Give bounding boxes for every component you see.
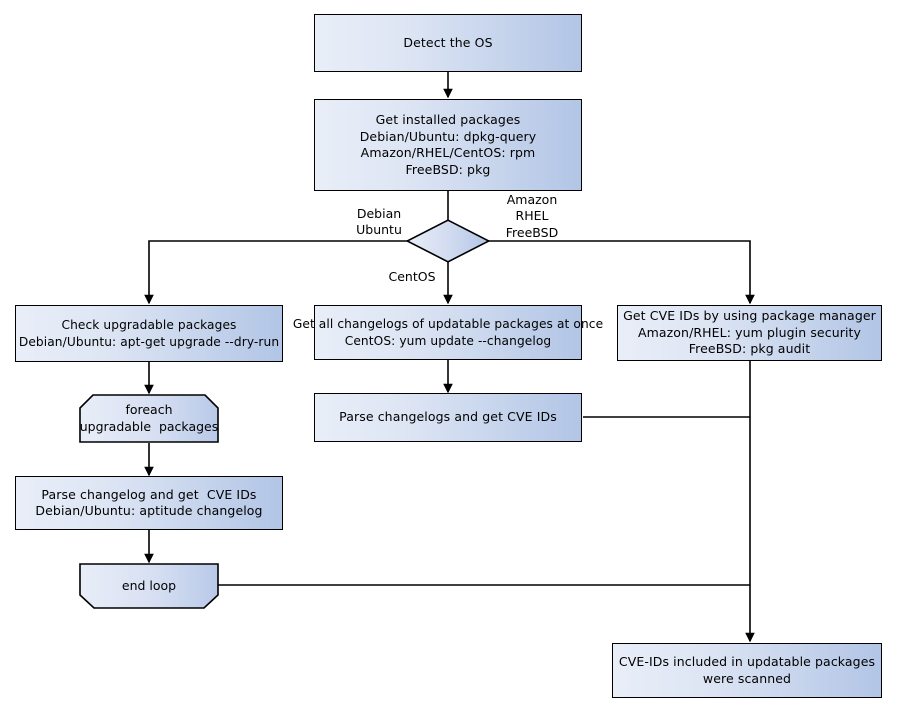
node-parse-changelogs-bulk[interactable]: Parse changelogs and get CVE IDs <box>314 393 582 442</box>
node-parse-changelog-single[interactable]: Parse changelog and get CVE IDs Debian/U… <box>15 476 283 530</box>
diamond-shape <box>405 219 491 263</box>
node-get-cve-ids-pkgmgr-label: Get CVE IDs by using package manager Ama… <box>623 308 876 357</box>
node-detect-os-label: Detect the OS <box>403 34 493 50</box>
node-parse-changelog-single-label: Parse changelog and get CVE IDs Debian/U… <box>35 486 263 519</box>
edge-label-centos: CentOS <box>388 269 436 284</box>
node-foreach-loop-label: foreach upgradable packages <box>79 402 219 434</box>
node-scanned-result[interactable]: CVE-IDs included in updatable packages w… <box>612 643 882 698</box>
node-os-decision[interactable] <box>405 219 491 263</box>
node-parse-changelogs-bulk-label: Parse changelogs and get CVE IDs <box>339 409 557 425</box>
node-detect-os[interactable]: Detect the OS <box>314 14 582 72</box>
edge-label-amazon-rhel-freebsd: Amazon RHEL FreeBSD <box>505 192 559 240</box>
loop-end-shape <box>79 563 219 609</box>
node-check-upgradable[interactable]: Check upgradable packages Debian/Ubuntu:… <box>15 305 283 362</box>
edge-decision-to-check-upgradable <box>144 240 408 305</box>
edge-decision-to-cve-pkgmgr <box>488 240 755 305</box>
node-end-loop[interactable]: end loop <box>79 563 219 609</box>
node-scanned-result-label: CVE-IDs included in updatable packages w… <box>618 654 876 686</box>
node-end-loop-label: end loop <box>121 577 177 593</box>
loop-start-shape <box>79 394 219 443</box>
node-get-cve-ids-pkgmgr[interactable]: Get CVE IDs by using package manager Ama… <box>617 305 882 361</box>
node-get-all-changelogs[interactable]: Get all changelogs of updatable packages… <box>293 305 603 360</box>
node-get-installed-packages[interactable]: Get installed packages Debian/Ubuntu: dp… <box>314 99 582 191</box>
node-check-upgradable-label: Check upgradable packages Debian/Ubuntu:… <box>18 318 280 349</box>
node-get-all-changelogs-label: Get all changelogs of updatable packages… <box>292 317 604 348</box>
node-get-installed-packages-label: Get installed packages Debian/Ubuntu: dp… <box>359 112 537 177</box>
node-foreach-loop[interactable]: foreach upgradable packages <box>79 394 219 443</box>
edge-label-debian-ubuntu: Debian Ubuntu <box>356 206 402 238</box>
